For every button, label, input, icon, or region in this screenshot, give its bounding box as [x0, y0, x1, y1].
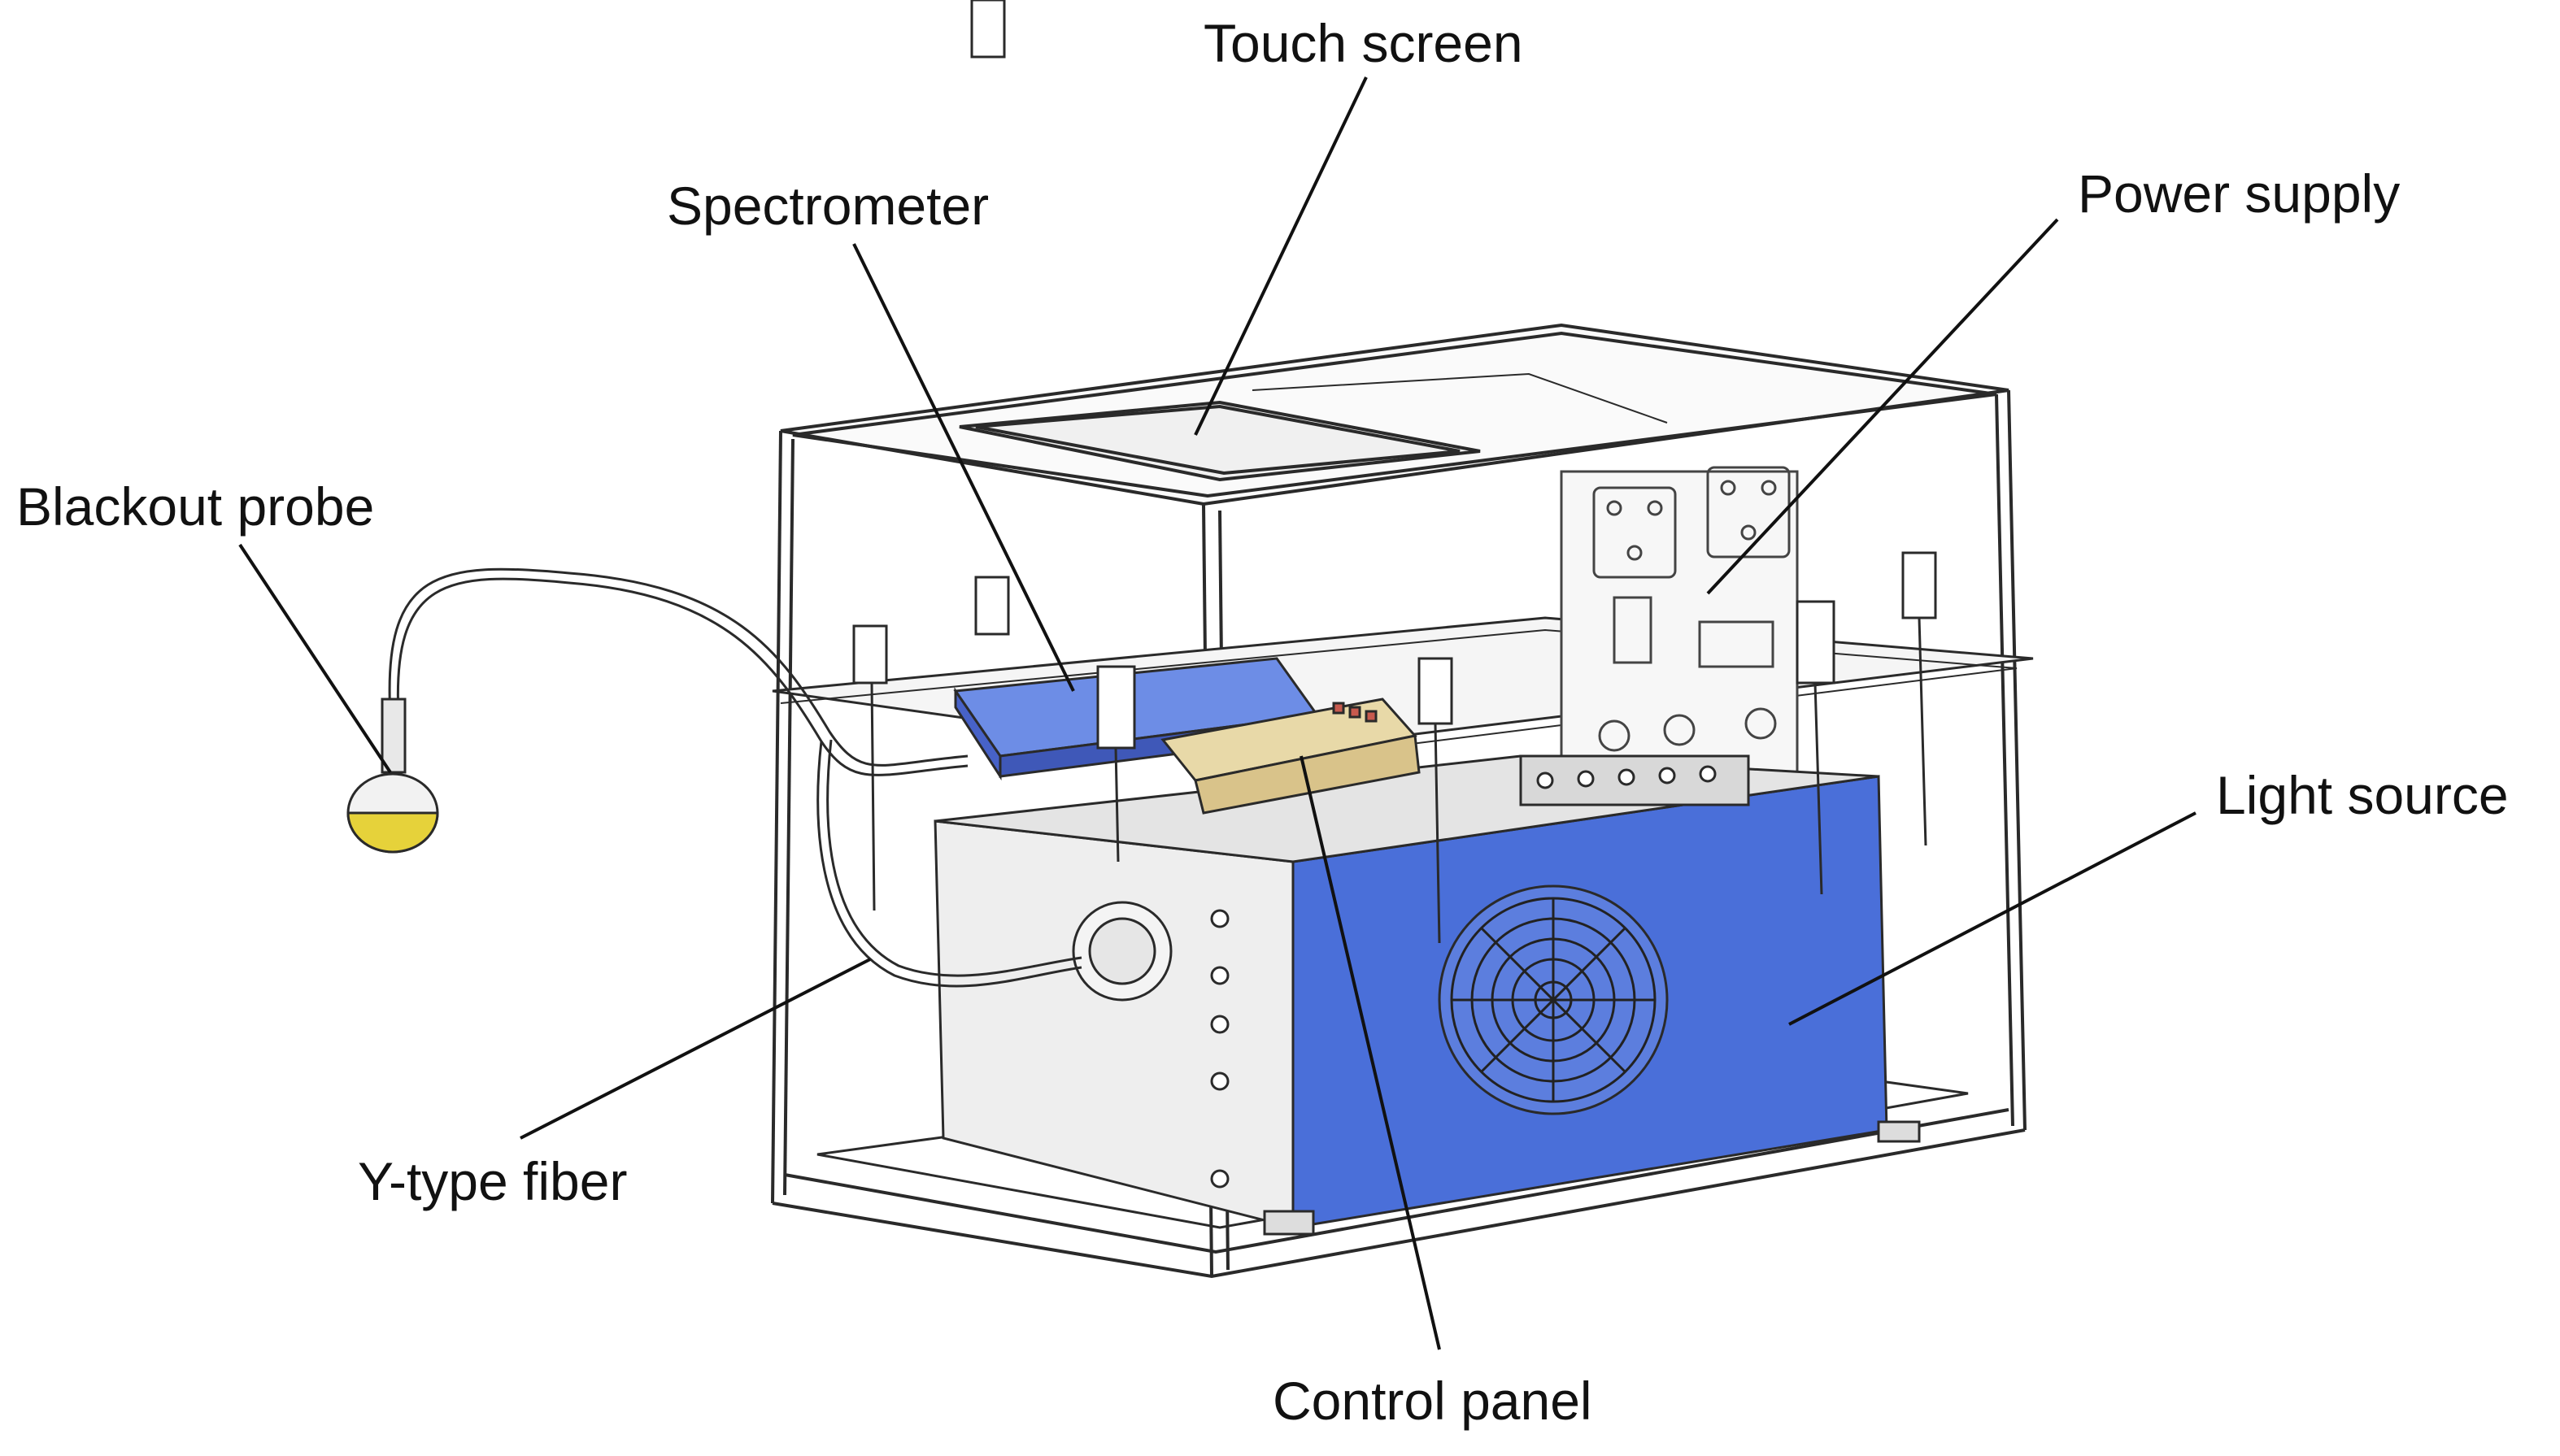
label-light-source: Light source	[2216, 765, 2509, 825]
leader-control-panel	[1300, 755, 1441, 1350]
label-spectrometer: Spectrometer	[667, 176, 990, 236]
label-control-panel: Control panel	[1273, 1371, 1592, 1431]
leader-spectrometer	[852, 243, 1075, 692]
y-type-fiber-cable	[388, 567, 1082, 988]
leader-blackout-probe	[238, 543, 392, 774]
control-panel-board	[1160, 698, 1421, 815]
label-touch-screen: Touch screen	[1204, 13, 1523, 73]
leader-touch-screen	[1194, 76, 1368, 436]
label-y-type-fiber: Y-type fiber	[358, 1151, 628, 1211]
light-source-unit	[934, 754, 1921, 1236]
leader-power-supply	[1706, 218, 2059, 595]
power-supply-unit	[1560, 466, 1799, 782]
label-blackout-probe: Blackout probe	[16, 476, 375, 537]
touch-screen-panel	[959, 372, 1668, 482]
mounting-posts	[852, 0, 1937, 944]
leader-light-source	[1788, 811, 2196, 1026]
label-power-supply: Power supply	[2078, 163, 2401, 224]
leader-y-type-fiber	[520, 958, 871, 1140]
blackout-probe-head	[346, 698, 439, 854]
leader-lines	[238, 76, 2196, 1350]
